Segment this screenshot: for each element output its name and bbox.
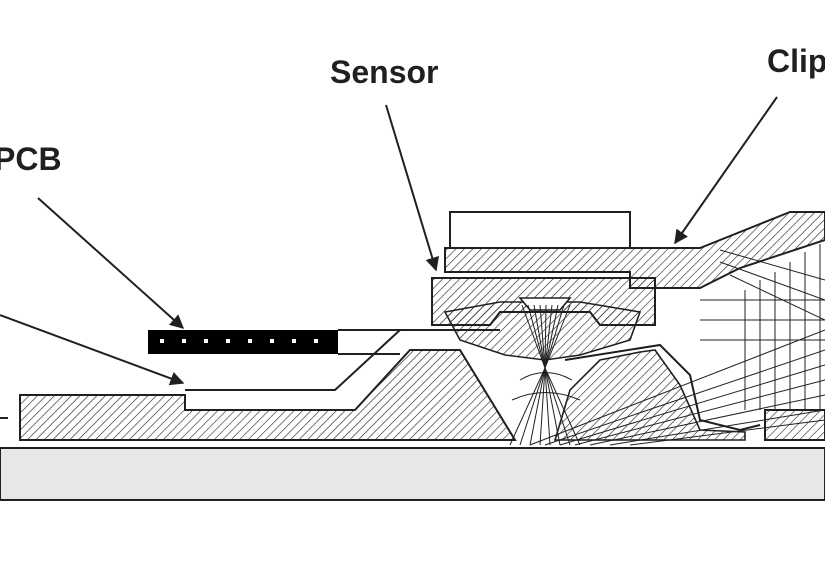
lens: [518, 297, 572, 311]
pcb: [148, 330, 338, 354]
pcb-dots: [160, 339, 318, 343]
housing-arrow: [0, 314, 185, 386]
housing-step-outline: [185, 329, 761, 432]
pcb-label: PCB: [0, 141, 62, 177]
right-optics-grid: [700, 244, 825, 410]
sensor-label: Sensor: [330, 54, 438, 90]
sensor-top-block: [449, 211, 631, 249]
pcb-carrier: [338, 329, 435, 355]
lower-light-fan: [509, 367, 581, 446]
clip-arrow: [674, 96, 778, 245]
right-housing: [553, 349, 746, 441]
clip-label: Clip: [767, 43, 825, 79]
clip: [444, 211, 825, 289]
reflected-rays: [529, 329, 825, 446]
base-plate: [0, 447, 825, 501]
sensor-arrow: [385, 104, 440, 272]
upper-light-cone: [521, 304, 571, 369]
left-housing: [19, 349, 517, 441]
pcb-arrow: [37, 197, 185, 329]
